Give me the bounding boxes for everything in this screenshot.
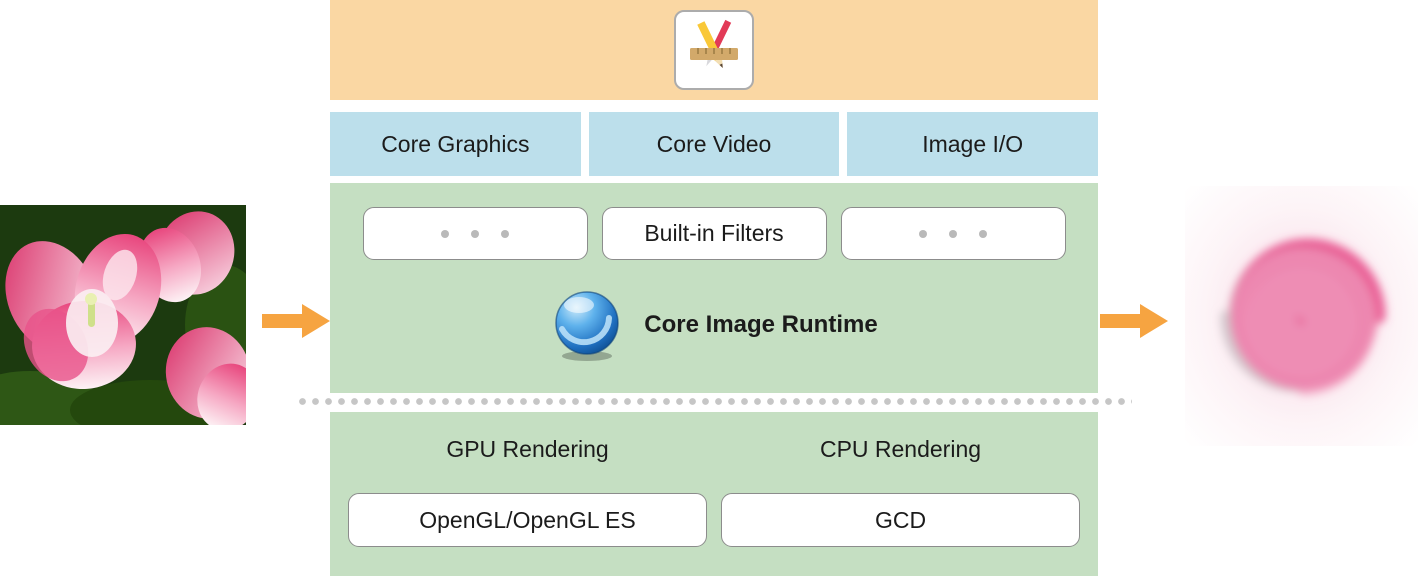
ellipsis-dots-icon [441, 229, 509, 238]
framework-layer: Core Graphics Core Video Image I/O [330, 112, 1099, 176]
opengl-box: OpenGL/OpenGL ES [348, 493, 707, 547]
runtime-row: Core Image Runtime [330, 288, 1098, 362]
framework-label: Core Video [656, 130, 772, 157]
core-image-icon [555, 291, 620, 361]
filter-placeholder-box-left [362, 207, 588, 260]
core-image-runtime-label: Core Image Runtime [644, 311, 878, 338]
applications-icon [690, 19, 738, 68]
framework-box-core-video: Core Video [588, 112, 840, 176]
filter-placeholder-box-right [840, 207, 1066, 260]
filters-row: Built-in Filters [330, 183, 1098, 260]
builtin-filters-box: Built-in Filters [601, 207, 827, 260]
gcd-box-label: GCD [874, 506, 927, 533]
framework-label: Core Graphics [381, 130, 530, 157]
framework-box-core-graphics: Core Graphics [330, 112, 581, 176]
rendering-boxes-row: OpenGL/OpenGL ES GCD [330, 463, 1098, 547]
framework-label: Image I/O [922, 130, 1024, 157]
rendering-panel: GPU Rendering CPU Rendering OpenGL/OpenG… [330, 412, 1098, 576]
rendering-headings-row: GPU Rendering CPU Rendering [330, 412, 1098, 463]
diagram-stack: Core Graphics Core Video Image I/O Built… [330, 0, 1099, 576]
gpu-rendering-heading: GPU Rendering [446, 436, 609, 462]
opengl-box-label: OpenGL/OpenGL ES [419, 506, 636, 533]
builtin-filters-label: Built-in Filters [644, 220, 784, 246]
app-icon-frame [674, 10, 754, 90]
gcd-box: GCD [721, 493, 1080, 547]
app-layer-bar [330, 0, 1098, 100]
core-image-runtime-panel: Built-in Filters [330, 183, 1098, 393]
input-image-tulips [0, 205, 246, 425]
output-arrow-icon [1100, 304, 1168, 338]
cpu-rendering-heading: CPU Rendering [819, 436, 982, 462]
output-image-twirl [1185, 186, 1418, 446]
dotted-separator [296, 397, 1132, 406]
ellipsis-dots-icon [919, 229, 987, 238]
input-arrow-icon [262, 304, 330, 338]
framework-box-image-io: Image I/O [847, 112, 1099, 176]
